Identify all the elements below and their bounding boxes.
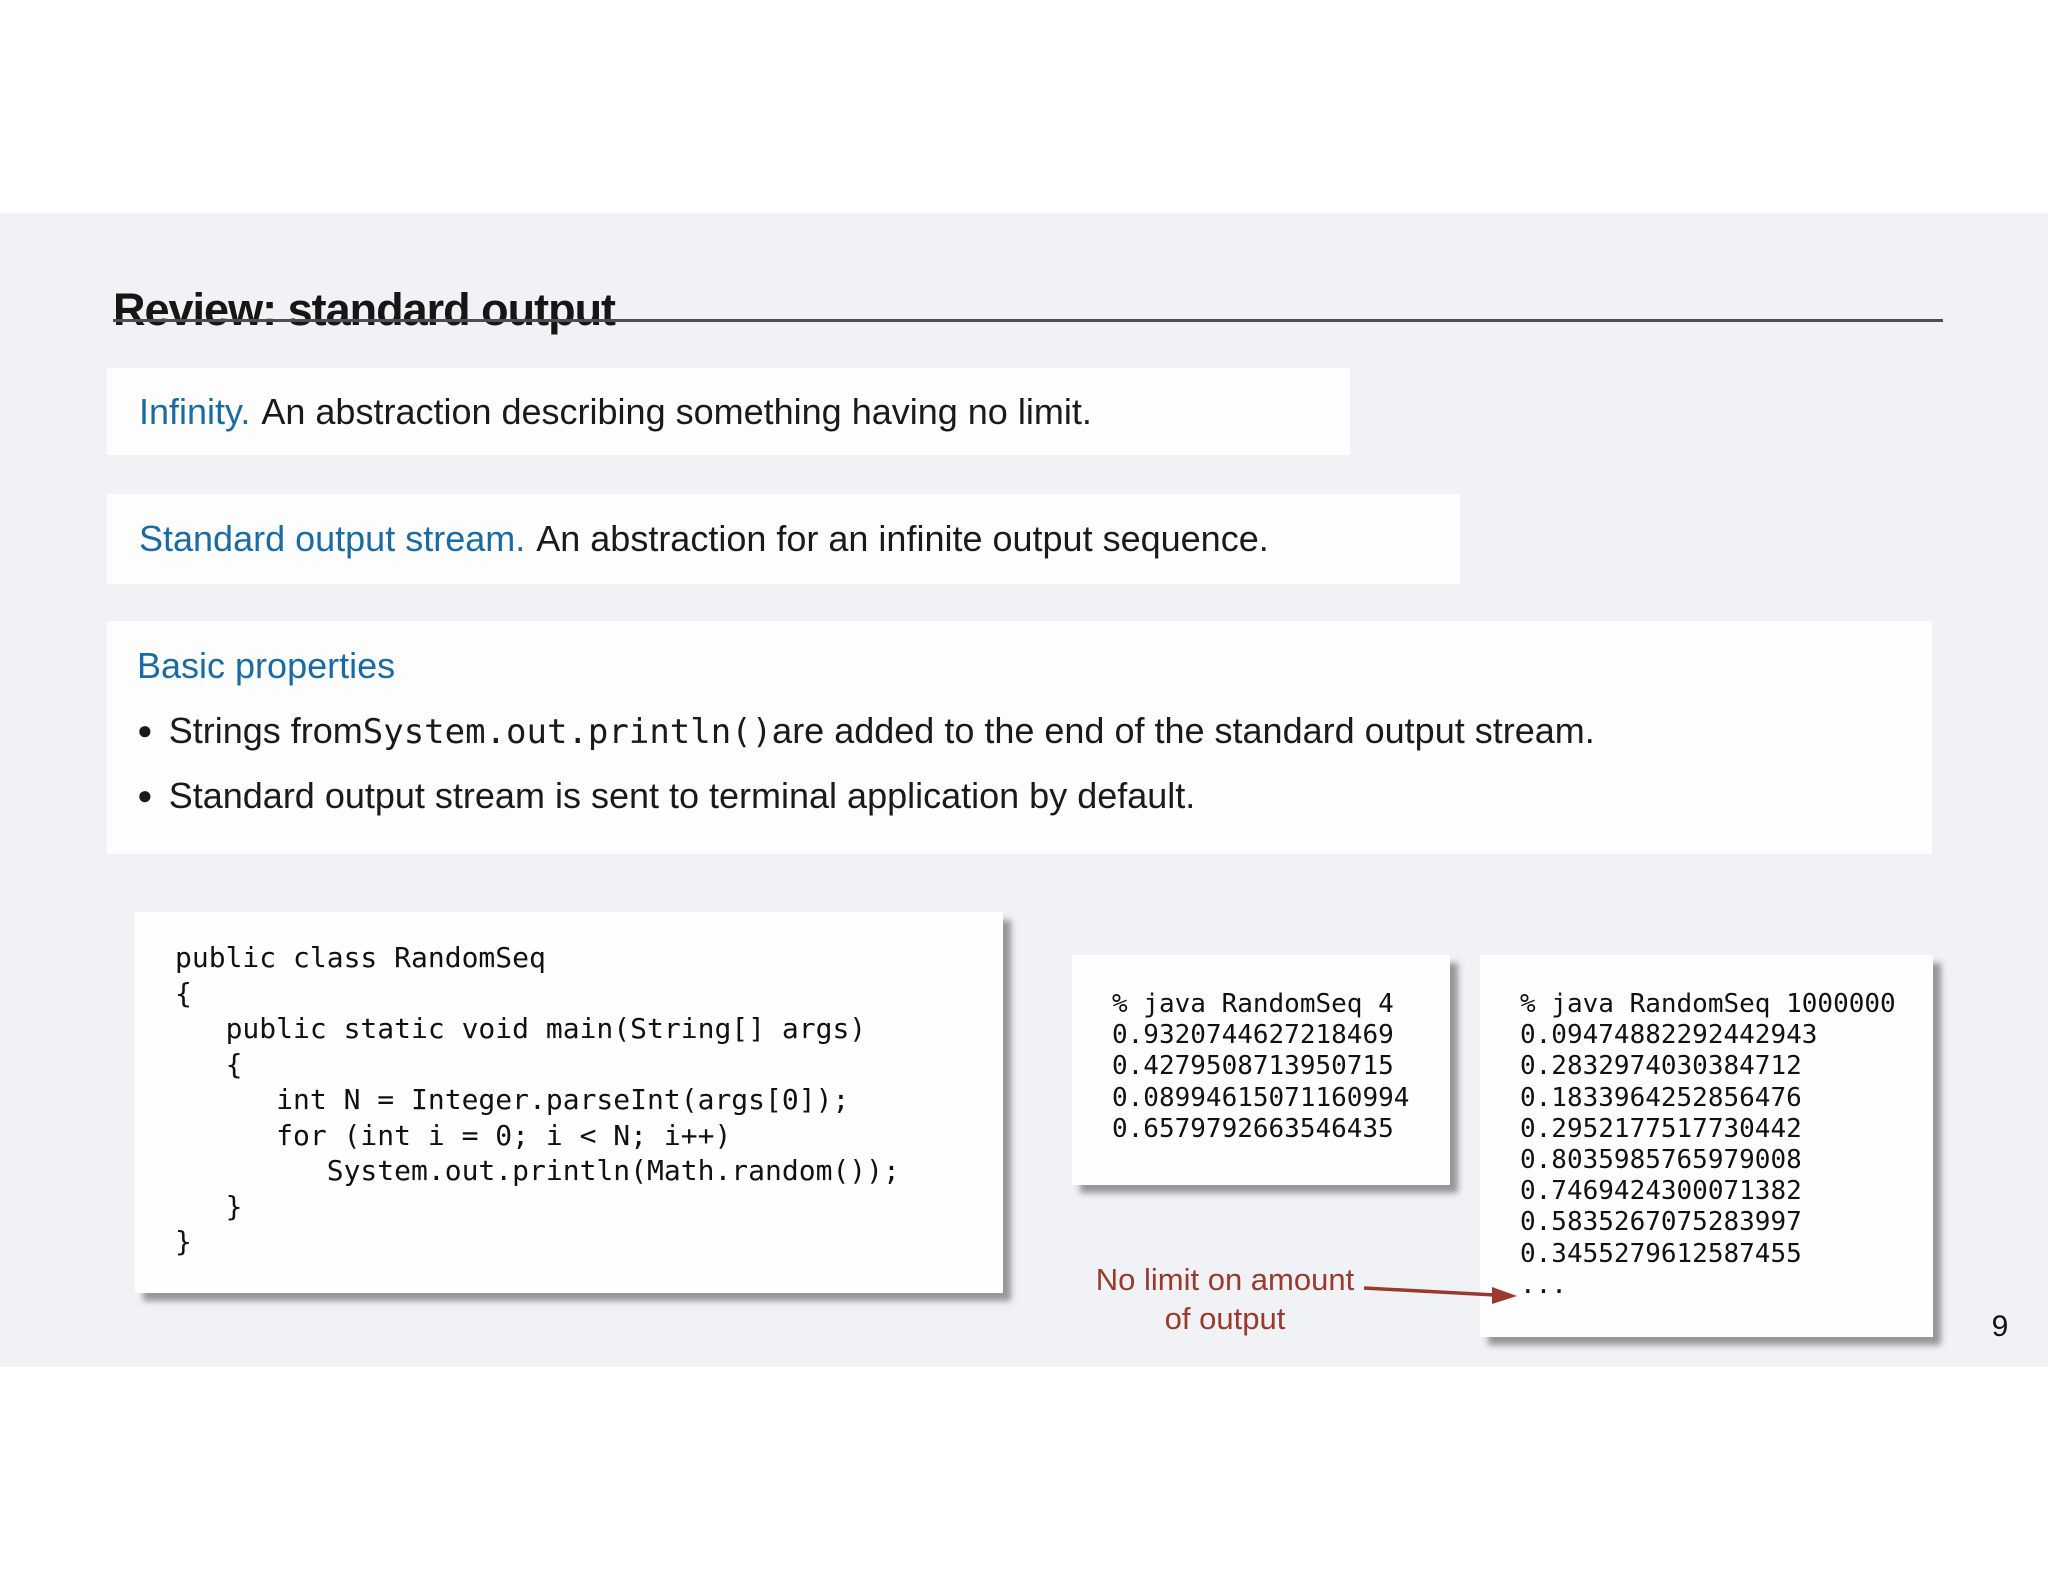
java-code-panel: public class RandomSeq { public static v… [135,912,1003,1293]
definition-text: An abstraction describing something havi… [261,390,1092,432]
bullet-dot-icon: ● [137,780,153,810]
title-divider [113,319,1943,322]
bullet-code-inline: System.out.println() [362,712,773,752]
terminal-output-small: % java RandomSeq 4 0.9320744627218469 0.… [1072,955,1450,1185]
definition-box-standard-output-stream: Standard output stream. An abstraction f… [107,494,1460,584]
basic-properties-heading: Basic properties [137,645,396,686]
page-title: Review: standard output [113,284,616,336]
bullet-dot-icon: ● [137,715,153,745]
definition-box-infinity: Infinity. An abstraction describing some… [107,368,1350,455]
annotation-arrow-icon [1363,1286,1517,1304]
bullet-text: Standard output stream is sent to termin… [168,775,1196,816]
basic-properties-box: Basic properties ● Strings from System.o… [107,621,1932,854]
no-limit-annotation: No limit on amount of output [1095,1262,1355,1336]
definition-term: Standard output stream. [139,518,526,559]
properties-bullet-list: ● Strings from System.out.println() are … [137,710,1932,817]
bullet-text-post: are added to the end of the standard out… [772,710,1595,751]
bullet-item: ● Standard output stream is sent to term… [137,775,1932,817]
definition-term: Infinity. [139,390,251,432]
definition-text: An abstraction for an infinite output se… [536,518,1269,559]
terminal-output-large: % java RandomSeq 1000000 0.0947488229244… [1480,955,1933,1337]
page-number: 9 [1991,1310,2009,1343]
bullet-item: ● Strings from System.out.println() are … [137,710,1932,752]
bullet-text-pre: Strings from [168,710,363,751]
